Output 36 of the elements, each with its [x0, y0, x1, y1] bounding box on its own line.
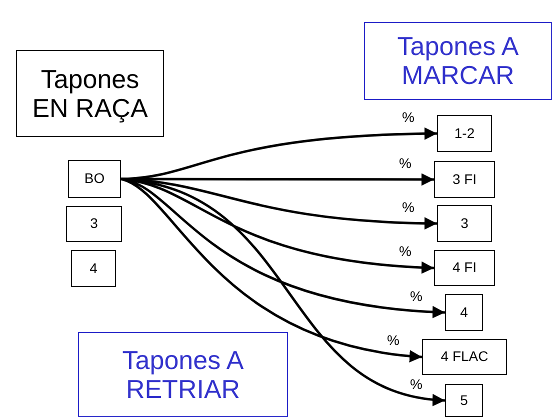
edge-label: % — [386, 333, 400, 347]
box-text: Tapones A RETRIAR — [121, 346, 245, 404]
process-box — [434, 161, 495, 198]
title-box — [364, 22, 552, 100]
process-box — [68, 160, 121, 198]
process-box — [445, 294, 483, 331]
box-text: 1-2 — [454, 126, 475, 142]
edge-label: % — [398, 244, 412, 258]
edge-label: % — [398, 156, 412, 170]
process-box — [445, 384, 483, 417]
box-text: 4 FLAC — [440, 349, 488, 365]
box-text: 3 FI — [452, 172, 477, 188]
process-box — [437, 205, 492, 242]
process-box — [422, 339, 507, 375]
process-box — [437, 115, 492, 152]
edge-label: % — [401, 110, 416, 124]
box-text: BO — [84, 171, 105, 187]
process-box — [66, 206, 122, 242]
box-text: 3 — [90, 216, 98, 232]
box-text: Tapones A MARCAR — [396, 32, 520, 90]
arrow — [120, 178, 446, 405]
edge-label: % — [401, 200, 416, 214]
box-text: 4 — [90, 260, 98, 276]
process-box — [71, 250, 116, 287]
edge-label: % — [409, 288, 424, 302]
edge-label: % — [409, 376, 424, 390]
box-text: 4 FI — [452, 260, 477, 276]
title-box — [16, 50, 164, 137]
title-box — [78, 332, 288, 417]
box-text: 4 — [460, 304, 468, 320]
process-box — [434, 250, 495, 286]
arrow — [120, 178, 422, 362]
box-text: Tapones EN RAÇA — [31, 64, 149, 122]
box-text: 5 — [460, 392, 468, 408]
arrow — [120, 128, 438, 180]
box-text: 3 — [460, 216, 468, 232]
